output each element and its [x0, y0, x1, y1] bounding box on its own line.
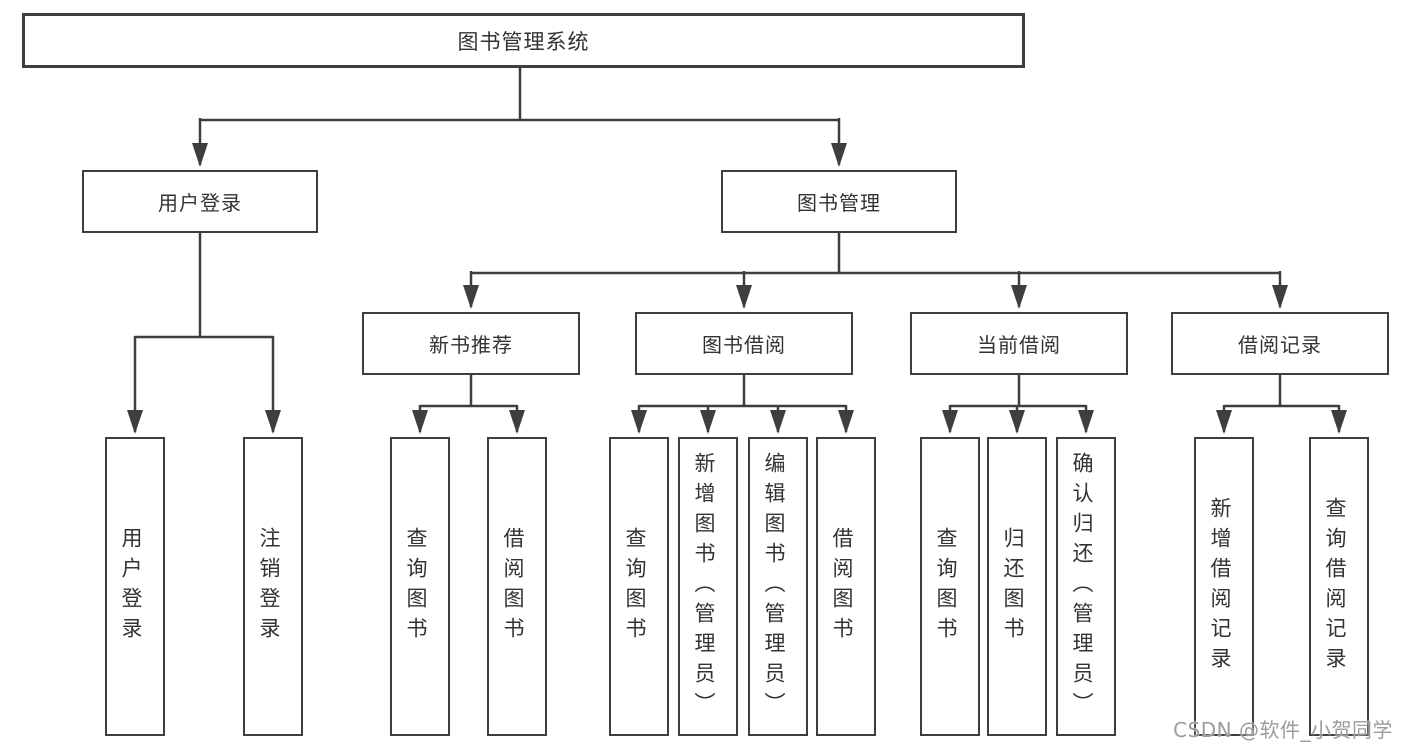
edge-root-to-level2 [200, 66, 839, 122]
leaf-add-books-admin: 新增图书（管理员） [678, 437, 738, 736]
leaf-query-books-borrow: 查询图书 [609, 437, 669, 736]
edge-current-to-leaves [950, 375, 1086, 408]
leaf-query-books-current: 查询图书 [920, 437, 980, 736]
node-label: 借阅记录 [1238, 333, 1322, 357]
leaf-return-books: 归还图书 [987, 437, 1047, 736]
leaf-borrow-books-recommend: 借阅图书 [487, 437, 547, 736]
leaf-label: 注销登录 [257, 526, 281, 647]
leaf-label: 借阅图书 [501, 526, 525, 647]
leaf-label: 查询图书 [404, 526, 428, 647]
leaf-label: 查询借阅记录 [1323, 496, 1347, 677]
node-library-management-system: 图书管理系统 [22, 13, 1025, 68]
edge-borrow-to-leaves [639, 375, 846, 408]
leaf-add-borrow-record: 新增借阅记录 [1194, 437, 1254, 736]
edge-bookmgmt-to-level3 [471, 233, 1280, 275]
node-label: 图书借阅 [702, 333, 786, 357]
leaf-label: 用户登录 [119, 526, 143, 647]
leaf-label: 查询图书 [623, 526, 647, 647]
leaf-query-books-recommend: 查询图书 [390, 437, 450, 736]
node-user-login-branch: 用户登录 [82, 170, 318, 233]
leaf-label: 借阅图书 [830, 526, 854, 647]
leaf-label: 编辑图书（管理员） [762, 451, 786, 722]
leaf-borrow-books: 借阅图书 [816, 437, 876, 736]
leaf-logout: 注销登录 [243, 437, 303, 736]
node-label: 图书管理系统 [457, 29, 590, 54]
leaf-label: 新增图书（管理员） [692, 451, 716, 722]
node-label: 用户登录 [158, 191, 242, 215]
node-label: 图书管理 [797, 191, 881, 215]
leaf-label: 新增借阅记录 [1208, 496, 1232, 677]
node-book-borrowing: 图书借阅 [635, 312, 853, 375]
node-book-management: 图书管理 [721, 170, 957, 233]
edge-userlogin-to-leaves [135, 233, 273, 339]
leaf-confirm-return-admin: 确认归还（管理员） [1056, 437, 1116, 736]
leaf-label: 查询图书 [934, 526, 958, 647]
leaf-user-login: 用户登录 [105, 437, 165, 736]
node-borrowing-records: 借阅记录 [1171, 312, 1389, 375]
leaf-edit-books-admin: 编辑图书（管理员） [748, 437, 808, 736]
leaf-label: 归还图书 [1001, 526, 1025, 647]
leaf-label: 确认归还（管理员） [1070, 451, 1094, 722]
edge-newbook-to-leaves [420, 375, 517, 408]
node-new-book-recommendation: 新书推荐 [362, 312, 580, 375]
leaf-query-borrow-record: 查询借阅记录 [1309, 437, 1369, 736]
node-label: 新书推荐 [429, 333, 513, 357]
node-current-borrowing: 当前借阅 [910, 312, 1128, 375]
node-label: 当前借阅 [977, 333, 1061, 357]
edge-records-to-leaves [1224, 375, 1339, 408]
csdn-watermark: CSDN @软件_小贺同学 [1173, 718, 1393, 742]
